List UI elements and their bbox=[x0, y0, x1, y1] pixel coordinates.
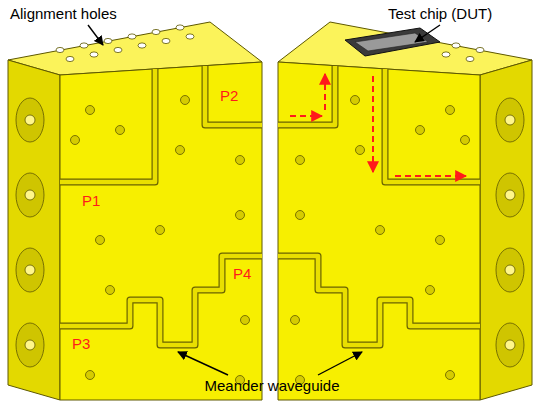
alignment-hole bbox=[114, 47, 122, 52]
alignment-hole bbox=[128, 34, 136, 39]
part-label: Alignment holes bbox=[10, 6, 117, 21]
front-face bbox=[278, 62, 480, 400]
channel-wall bbox=[385, 69, 480, 182]
alignment-hole bbox=[176, 25, 184, 30]
screw-hole bbox=[106, 286, 115, 295]
channel-floor bbox=[385, 69, 480, 182]
channel-wall bbox=[205, 66, 262, 125]
flange-cutout bbox=[16, 98, 44, 142]
screw-hole bbox=[446, 106, 455, 115]
leader-lines bbox=[88, 25, 440, 375]
alignment-hole bbox=[104, 38, 112, 43]
side-face bbox=[8, 60, 60, 400]
screw-hole bbox=[376, 226, 385, 235]
lower-block-half bbox=[8, 22, 262, 400]
flange-hole bbox=[505, 265, 515, 275]
channel-floor bbox=[60, 256, 262, 345]
flange-hole bbox=[505, 190, 515, 200]
signal-arrow bbox=[290, 115, 322, 117]
flange-cutout bbox=[16, 323, 44, 367]
screw-hole bbox=[416, 126, 425, 135]
channel-wall bbox=[278, 256, 480, 345]
port-label: P3 bbox=[72, 336, 90, 351]
screw-hole bbox=[426, 286, 435, 295]
screw-hole bbox=[296, 156, 305, 165]
screw-hole bbox=[156, 226, 165, 235]
flange-cutout bbox=[496, 173, 524, 217]
leader-line bbox=[318, 352, 362, 375]
flange-hole bbox=[25, 340, 35, 350]
leader-line bbox=[178, 352, 228, 375]
upper-block-half bbox=[278, 22, 532, 400]
screw-hole bbox=[446, 371, 455, 380]
screw-hole bbox=[86, 371, 95, 380]
flange-hole bbox=[25, 115, 35, 125]
leader-line bbox=[88, 25, 103, 45]
port-label: P1 bbox=[82, 193, 100, 208]
front-face bbox=[60, 62, 262, 400]
alignment-hole bbox=[152, 29, 160, 34]
screw-hole bbox=[236, 156, 245, 165]
flange-hole bbox=[505, 115, 515, 125]
alignment-hole bbox=[442, 52, 450, 57]
flange-cutout bbox=[496, 323, 524, 367]
part-label: Test chip (DUT) bbox=[388, 6, 492, 21]
screw-hole bbox=[181, 96, 190, 105]
port-label: P2 bbox=[220, 88, 238, 103]
screw-hole bbox=[176, 146, 185, 155]
part-label: Meander waveguide bbox=[204, 378, 339, 393]
alignment-hole bbox=[476, 47, 484, 52]
flange-cutout bbox=[16, 173, 44, 217]
port-label: P4 bbox=[233, 266, 251, 281]
alignment-hole bbox=[138, 43, 146, 48]
alignment-hole bbox=[452, 43, 460, 48]
chip-body bbox=[345, 28, 440, 56]
leader-line bbox=[415, 25, 440, 42]
flange-cutout bbox=[16, 248, 44, 292]
channel-floor bbox=[278, 66, 335, 125]
channel-wall bbox=[278, 66, 335, 125]
screw-hole bbox=[86, 106, 95, 115]
screw-hole bbox=[291, 316, 300, 325]
signal-arrow bbox=[324, 74, 326, 110]
chip-circuit bbox=[355, 33, 428, 51]
screw-hole bbox=[71, 136, 80, 145]
waveguide-channels bbox=[60, 66, 480, 345]
alignment-hole bbox=[186, 34, 194, 39]
test-chip bbox=[345, 28, 440, 56]
screw-hole bbox=[116, 126, 125, 135]
channel-wall bbox=[60, 69, 155, 182]
screw-hole bbox=[351, 96, 360, 105]
screw-hole bbox=[236, 211, 245, 220]
screw-hole bbox=[96, 236, 105, 245]
flange-hole bbox=[25, 265, 35, 275]
channel-floor bbox=[60, 69, 155, 182]
alignment-hole bbox=[162, 38, 170, 43]
screw-hole bbox=[436, 236, 445, 245]
channel-wall bbox=[60, 256, 262, 345]
alignment-hole bbox=[80, 43, 88, 48]
signal-arrow bbox=[372, 76, 374, 172]
channel-floor bbox=[205, 66, 262, 125]
signal-arrow bbox=[395, 175, 466, 177]
alignment-hole bbox=[466, 56, 474, 61]
holes bbox=[16, 25, 524, 385]
screw-hole bbox=[461, 136, 470, 145]
alignment-hole bbox=[90, 52, 98, 57]
screw-hole bbox=[241, 316, 250, 325]
flange-hole bbox=[505, 340, 515, 350]
alignment-hole bbox=[66, 56, 74, 61]
screw-hole bbox=[356, 146, 365, 155]
alignment-hole bbox=[56, 47, 64, 52]
channel-floor bbox=[278, 256, 480, 345]
flange-cutout bbox=[496, 98, 524, 142]
signal-flow-arrows bbox=[290, 74, 466, 176]
side-face bbox=[480, 60, 532, 400]
flange-cutout bbox=[496, 248, 524, 292]
screw-hole bbox=[296, 211, 305, 220]
flange-hole bbox=[25, 190, 35, 200]
